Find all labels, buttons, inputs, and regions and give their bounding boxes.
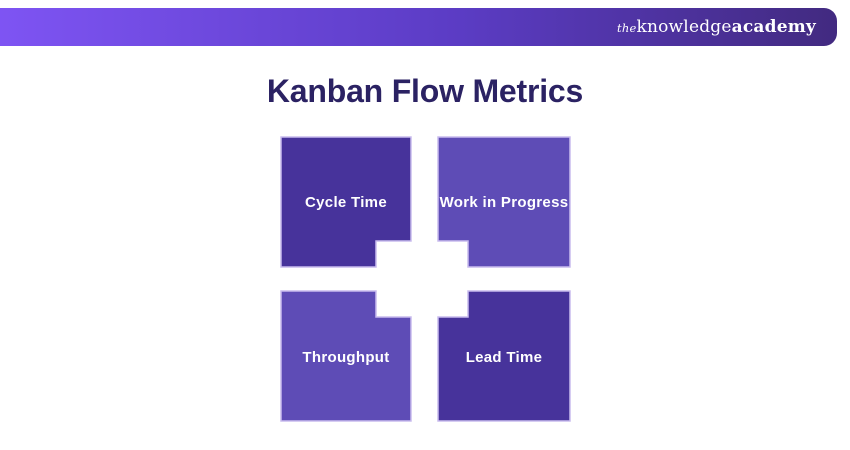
page-title: Kanban Flow Metrics	[266, 73, 584, 109]
metric-box-cycle-time	[280, 136, 412, 268]
metric-label-work-in-progress: Work in Progress	[440, 194, 569, 211]
metric-label-cycle-time: Cycle Time	[305, 194, 387, 211]
logo-academy: academy	[731, 16, 816, 37]
metric-box-work-in-progress	[437, 136, 571, 268]
logo-the: the	[617, 20, 637, 35]
metric-box-lead-time	[437, 290, 571, 422]
brand-logo: theknowledgeacademy	[617, 16, 816, 37]
logo-knowledge: knowledge	[636, 16, 732, 37]
header-bar: theknowledgeacademy	[0, 8, 837, 46]
metric-box-throughput	[280, 290, 412, 422]
metric-label-throughput: Throughput	[302, 349, 389, 366]
metric-label-lead-time: Lead Time	[466, 349, 543, 366]
